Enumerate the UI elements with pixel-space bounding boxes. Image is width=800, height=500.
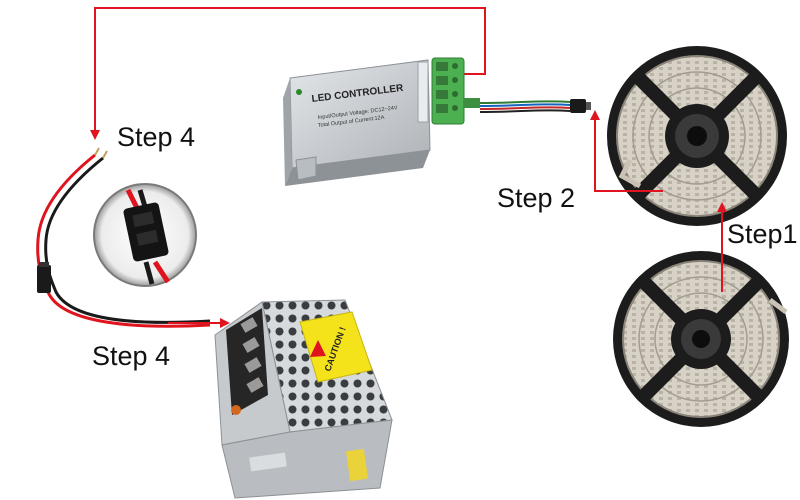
top-red-wire [90, 7, 486, 140]
power-supply: CAUTION ! [214, 299, 393, 499]
led-reel-bottom [613, 251, 789, 427]
caution-label: CAUTION ! [299, 311, 373, 383]
voltage-adjust-icon [231, 405, 241, 415]
led-controller: LED CONTROLLER Input/Output Voltage: DC1… [283, 57, 480, 186]
power-terminal-block [226, 308, 268, 415]
step1-label: Step1 [727, 219, 798, 249]
step4-bottom-label: Step 4 [92, 341, 171, 371]
dc-connector-cable [36, 147, 211, 328]
warning-icon [310, 340, 326, 357]
power-led-icon [296, 89, 302, 95]
step2-arrow [590, 110, 663, 192]
connector-closeup-lens [93, 183, 197, 287]
rgb-connector [570, 99, 586, 113]
rgb-output-wire [479, 99, 591, 113]
led-reel-top [607, 46, 787, 226]
step2-label: Step 2 [497, 183, 576, 213]
sm-plug-icon [37, 265, 51, 293]
step4-top-label: Step 4 [117, 122, 196, 152]
controller-terminal-block [431, 57, 480, 125]
